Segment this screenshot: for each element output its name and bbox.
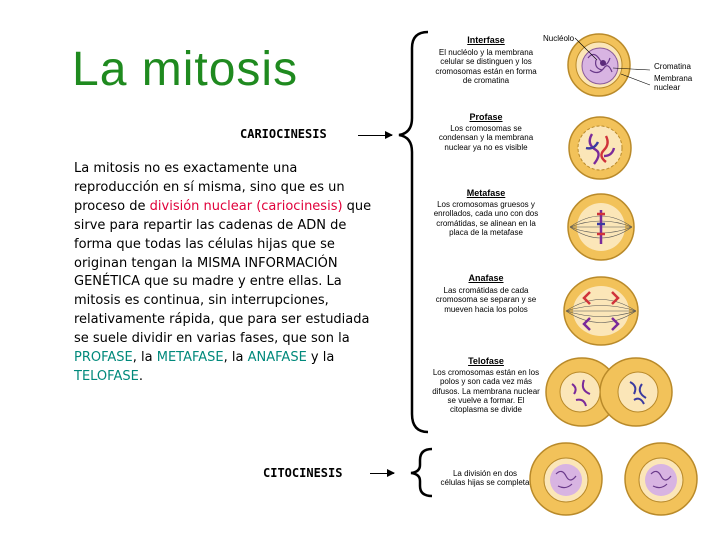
annotation-nucleolo: Nucléolo (543, 34, 575, 43)
highlight-division-nuclear: división nuclear (cariocinesis) (149, 198, 343, 214)
text-part: , la (132, 350, 157, 366)
stage-metafase-name: Metafase (466, 188, 506, 198)
text-part: y la (306, 350, 335, 366)
text-part: que sirve para repartir las cadenas de A… (74, 198, 372, 347)
stage-profase-desc: Los cromosomas se condensan y la membran… (438, 124, 534, 152)
cell-telofase (545, 357, 673, 427)
cell-metafase (567, 193, 635, 261)
text-part: , la (223, 350, 248, 366)
text-part: La mitosis no es exactamente una reprodu… (74, 161, 345, 214)
phase-metafase: METAFASE (156, 350, 224, 366)
cell-interfase (567, 33, 651, 97)
stage-anafase-desc: Las cromátidas de cada cromosoma se sepa… (435, 286, 537, 314)
cell-anafase (563, 276, 639, 346)
page-title: La mitosis (72, 43, 299, 96)
citocinesis-arrow (370, 469, 395, 477)
brace-cariocinesis (398, 30, 429, 434)
citocinesis-label: CITOCINESIS (263, 466, 343, 480)
stage-anafase-name: Anafase (468, 273, 504, 283)
phase-profase: PROFASE (74, 350, 133, 366)
cariocinesis-arrow (358, 131, 393, 139)
cell-profase (568, 116, 632, 180)
stage-interfase-desc: El nucléolo y la membrana celular se dis… (435, 48, 537, 85)
stage-interfase-name: Interfase (467, 35, 505, 45)
stage-telofase-name: Telofase (468, 356, 504, 366)
brace-citocinesis (410, 447, 433, 498)
stage-telofase-desc: Los cromosomas están en los polos y son … (432, 368, 540, 415)
citocinesis-desc: La división en dos células hijas se comp… (440, 469, 530, 488)
phase-telofase: TELOFASE (74, 368, 139, 384)
cell-citocinesis (529, 442, 698, 516)
cariocinesis-label: CARIOCINESIS (240, 127, 327, 141)
stage-metafase-desc: Los cromosomas gruesos y enrollados, cad… (433, 200, 539, 237)
text-part: . (138, 368, 143, 384)
phase-anafase: ANAFASE (247, 350, 307, 366)
stage-profase-name: Profase (469, 112, 503, 122)
annotation-cromatina: Cromatina (654, 62, 691, 71)
annotation-membrana: Membrana nuclear (654, 74, 693, 92)
mitosis-description: La mitosis no es exactamente una reprodu… (74, 160, 386, 387)
